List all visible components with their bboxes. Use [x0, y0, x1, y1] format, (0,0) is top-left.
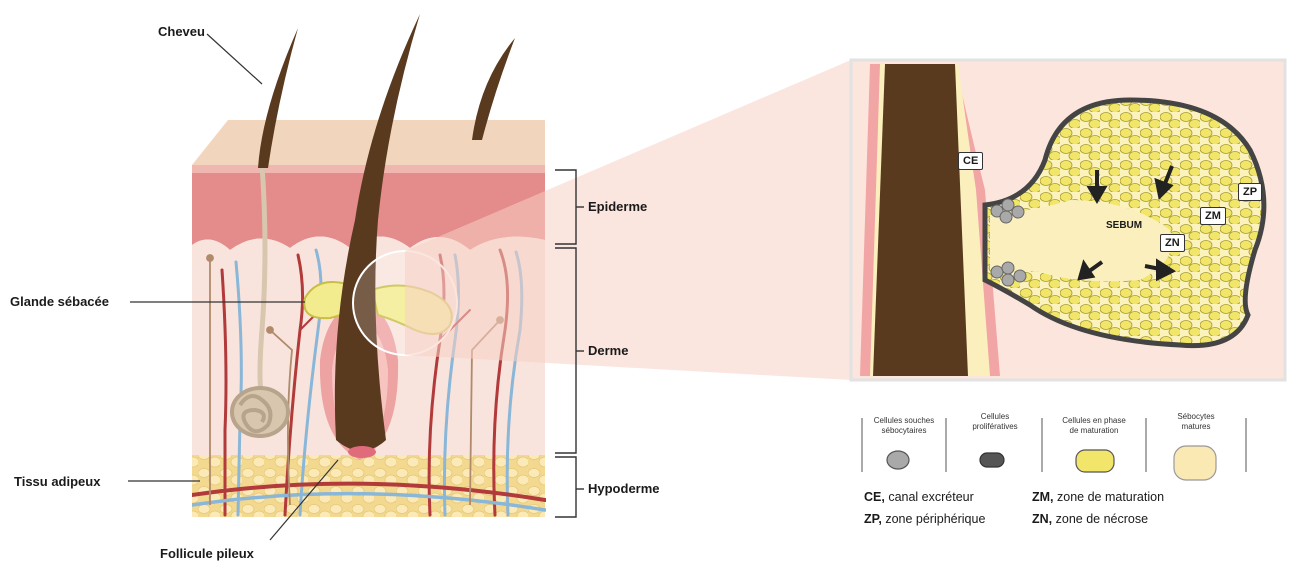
abbr-zn: ZN, zone de nécrose: [1032, 512, 1148, 526]
tag-ce: CE: [958, 152, 983, 170]
legend-swatch-maturation: [1076, 450, 1114, 472]
abbr-zp: ZP, zone périphérique: [864, 512, 985, 526]
abbr-zm: ZM, zone de maturation: [1032, 490, 1164, 504]
tag-zn: ZN: [1160, 234, 1185, 252]
sweat-gland-coil: [232, 388, 288, 436]
hypodermis-layer: [192, 455, 545, 517]
label-follicule-pileux: Follicule pileux: [160, 546, 254, 561]
label-derme: Derme: [588, 343, 628, 358]
label-tissu-adipeux: Tissu adipeux: [14, 474, 100, 489]
abbr-ce: CE, canal excréteur: [864, 490, 974, 504]
legend-label-proliferative: Cellules prolifératives: [948, 412, 1042, 432]
legend-swatch-mature: [1174, 446, 1216, 480]
label-sebum: SEBUM: [1106, 220, 1142, 231]
legend-swatch-stem: [887, 451, 909, 469]
label-epiderme: Epiderme: [588, 199, 647, 214]
label-cheveu: Cheveu: [158, 24, 205, 39]
zoom-hair-shaft: [873, 64, 968, 376]
legend-swatch-proliferative: [980, 453, 1004, 467]
tag-zp: ZP: [1238, 183, 1262, 201]
tag-zm: ZM: [1200, 207, 1226, 225]
legend-label-maturation: Cellules en phase de maturation: [1044, 416, 1144, 436]
legend-label-stem: Cellules souches sébocytaires: [864, 416, 944, 436]
legend-label-mature: Sébocytes matures: [1148, 412, 1244, 432]
label-glande-sebacee: Glande sébacée: [10, 294, 109, 309]
label-hypoderme: Hypoderme: [588, 481, 660, 496]
